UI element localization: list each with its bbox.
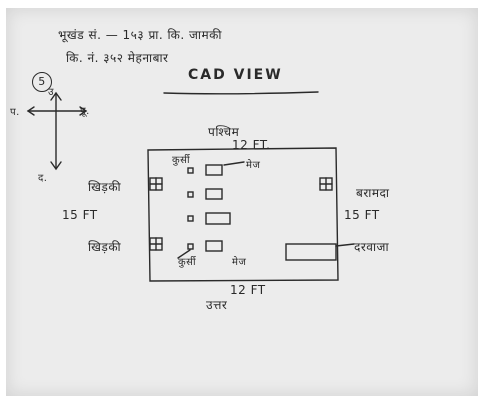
bottom-dimension: 12 FT bbox=[230, 283, 266, 297]
inner-bottom-label-1: कुर्सी bbox=[178, 257, 197, 268]
compass-west-label: प. bbox=[10, 107, 20, 118]
compass-north-arrow bbox=[50, 91, 62, 101]
leader-right-lower bbox=[335, 243, 355, 247]
chair-1 bbox=[187, 167, 194, 174]
door bbox=[285, 243, 337, 261]
right-dimension: 15 FT bbox=[344, 208, 380, 222]
compass-south-label: द. bbox=[38, 173, 48, 184]
table-1 bbox=[205, 164, 223, 176]
leader-bottom-inner bbox=[177, 249, 191, 259]
inner-top-label-1: कुर्सी bbox=[172, 155, 191, 166]
left-lower-label: खिड़की bbox=[88, 240, 122, 254]
table-3 bbox=[205, 212, 231, 225]
compass-south-arrow bbox=[50, 161, 62, 171]
circle-number: 5 bbox=[32, 72, 52, 92]
right-upper-label: बरामदा bbox=[356, 186, 390, 200]
inner-bottom-label-2: मेज bbox=[232, 257, 247, 268]
table-2 bbox=[205, 188, 223, 200]
left-dimension: 15 FT bbox=[62, 208, 98, 222]
inner-top-label-2: मेज bbox=[246, 160, 261, 171]
bottom-label: उत्तर bbox=[206, 298, 228, 312]
table-4 bbox=[205, 240, 223, 252]
title-underline bbox=[163, 91, 319, 95]
plan-title: CAD VIEW bbox=[188, 67, 283, 83]
header-line-1: भूखंड सं. — 1५३ प्रा. कि. जामकी bbox=[58, 28, 223, 42]
top-label: पश्चिम bbox=[208, 125, 240, 139]
compass-north-label: उ. bbox=[48, 87, 58, 98]
leader-top-inner bbox=[223, 161, 245, 166]
chair-2 bbox=[187, 191, 194, 198]
chair-4 bbox=[187, 243, 194, 250]
compass-west-arrow bbox=[26, 106, 35, 116]
chair-3 bbox=[187, 215, 194, 222]
compass-east-arrow bbox=[79, 106, 88, 116]
paper-sheet bbox=[6, 8, 478, 396]
header-line-2: कि. नं. ३५२ मेहनाबार bbox=[66, 51, 169, 65]
left-upper-label: खिड़की bbox=[88, 180, 122, 194]
room-outline bbox=[147, 147, 339, 282]
right-lower-label: दरवाजा bbox=[354, 240, 390, 254]
